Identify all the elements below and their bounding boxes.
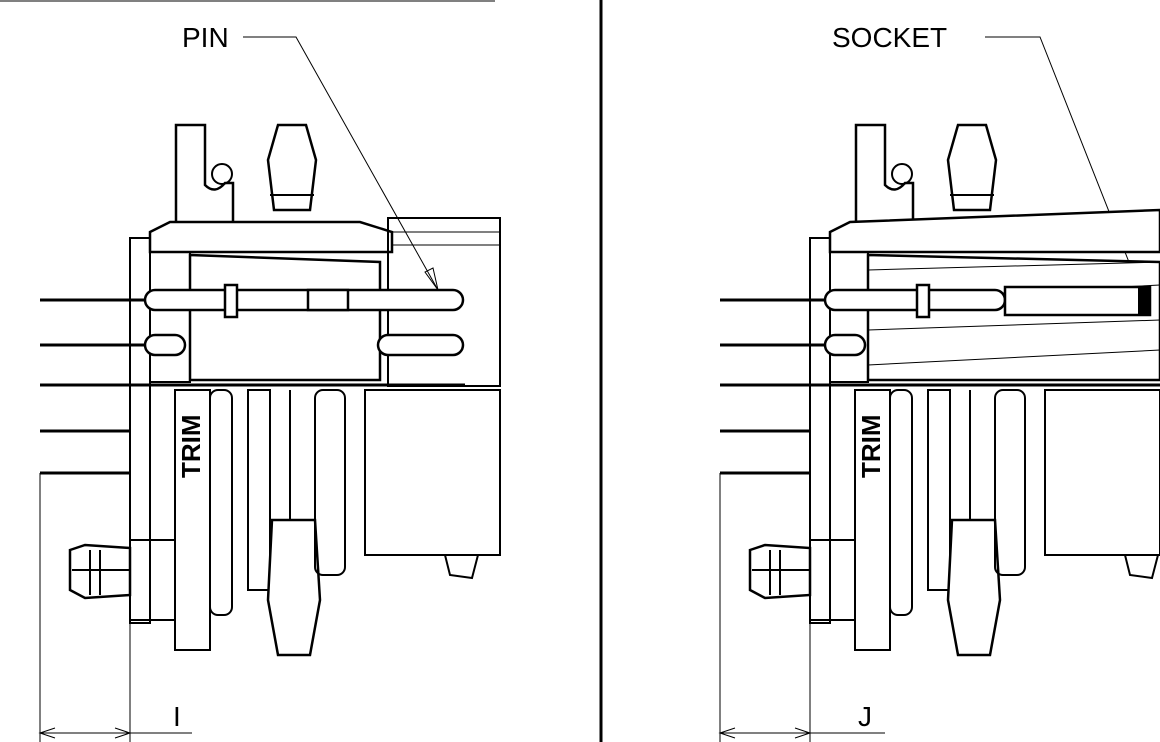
socket-dimension-label: J [858, 701, 872, 732]
socket-nut-top [946, 123, 998, 212]
socket-insulator [866, 253, 1160, 382]
pin-dimension-label: I [173, 701, 181, 732]
pin-trim-plate [174, 389, 211, 651]
socket-view: SOCKET TRIM [718, 22, 1160, 742]
pin-callout-arrowhead [424, 267, 439, 291]
pin-latch [444, 554, 479, 580]
pin-ring-3 [266, 518, 322, 657]
pin-nut-top [266, 123, 318, 212]
pin-flange [174, 123, 235, 227]
socket-contact-2 [823, 333, 867, 357]
socket-ring-2 [927, 389, 951, 591]
pin-inner-housing [149, 251, 191, 383]
socket-lower-body [1044, 389, 1160, 556]
socket-contacts [720, 283, 1160, 475]
pin-contacts [40, 283, 465, 475]
pin-ring-2 [247, 389, 271, 591]
socket-callout-leader [985, 36, 1141, 291]
socket-ring-4 [994, 389, 1026, 576]
pin-contact-1 [143, 288, 465, 312]
socket-ring-3 [946, 518, 1002, 657]
pin-view: PIN TRIM [38, 22, 501, 742]
socket-trim-plate [854, 389, 891, 651]
pin-lower-body [364, 389, 501, 556]
pin-contact-2 [143, 333, 187, 357]
socket-flange-groove [891, 163, 913, 185]
pin-ring-4 [314, 389, 346, 576]
socket-ring-1 [889, 389, 913, 616]
pin-callout-leader [243, 36, 439, 291]
pin-boss-mount [129, 539, 176, 621]
socket-trim-marking: TRIM [856, 414, 886, 478]
socket-inner-housing [829, 251, 869, 383]
socket-latch [1124, 554, 1159, 580]
pin-callout-label: PIN [182, 22, 229, 53]
pin-shell-upper [148, 220, 394, 254]
socket-boss-mount [809, 539, 856, 621]
pin-ring-1 [209, 389, 233, 616]
socket-callout-label: SOCKET [832, 22, 947, 53]
socket-flange [854, 123, 915, 227]
pin-insulator [188, 253, 382, 382]
pin-flange-groove [211, 163, 233, 185]
pin-trim-marking: TRIM [176, 414, 206, 478]
socket-contact-1 [823, 288, 1007, 312]
